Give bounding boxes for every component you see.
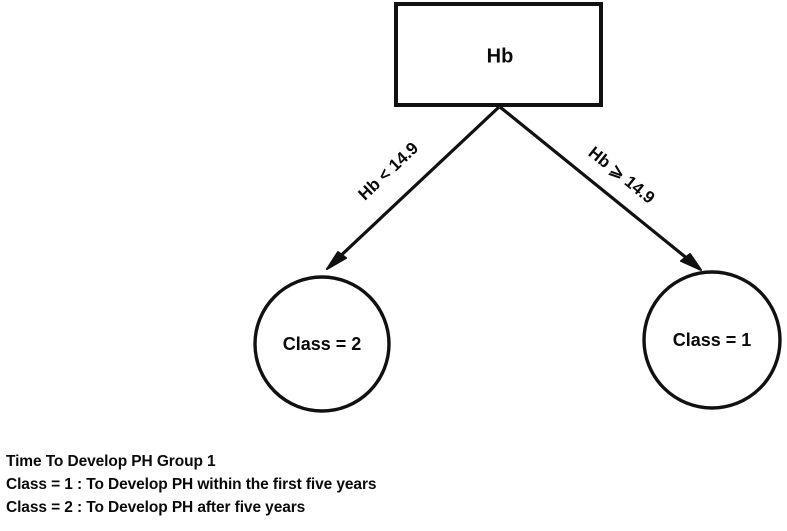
caption-line-title: Time To Develop PH Group 1 — [6, 453, 216, 470]
root-node-box — [394, 2, 603, 107]
edge-line-right — [498, 105, 696, 266]
leaf-node-left-circle — [253, 275, 391, 413]
edge-line-left — [332, 105, 501, 264]
leaf-node-right-circle — [642, 270, 782, 410]
edge-label-left: Hb < 14.9 — [355, 139, 423, 204]
edge-label-right-group: Hb ⩾ 14.9 — [585, 143, 659, 208]
caption-line-class-2: Class = 2 : To Develop PH after five yea… — [6, 499, 306, 516]
leaf-node-left-label: Class = 2 — [283, 334, 362, 354]
edge-arrowhead-left — [326, 251, 347, 270]
caption-line-class-1: Class = 1 : To Develop PH within the fir… — [6, 476, 377, 493]
root-node-label: Hb — [487, 45, 514, 67]
figure-caption: Time To Develop PH Group 1 Class = 1 : T… — [6, 450, 526, 519]
edge-label-left-group: Hb < 14.9 — [355, 139, 423, 204]
edge-arrowhead-right — [680, 253, 702, 271]
edge-label-right: Hb ⩾ 14.9 — [585, 143, 659, 208]
leaf-node-right-label: Class = 1 — [673, 330, 752, 350]
